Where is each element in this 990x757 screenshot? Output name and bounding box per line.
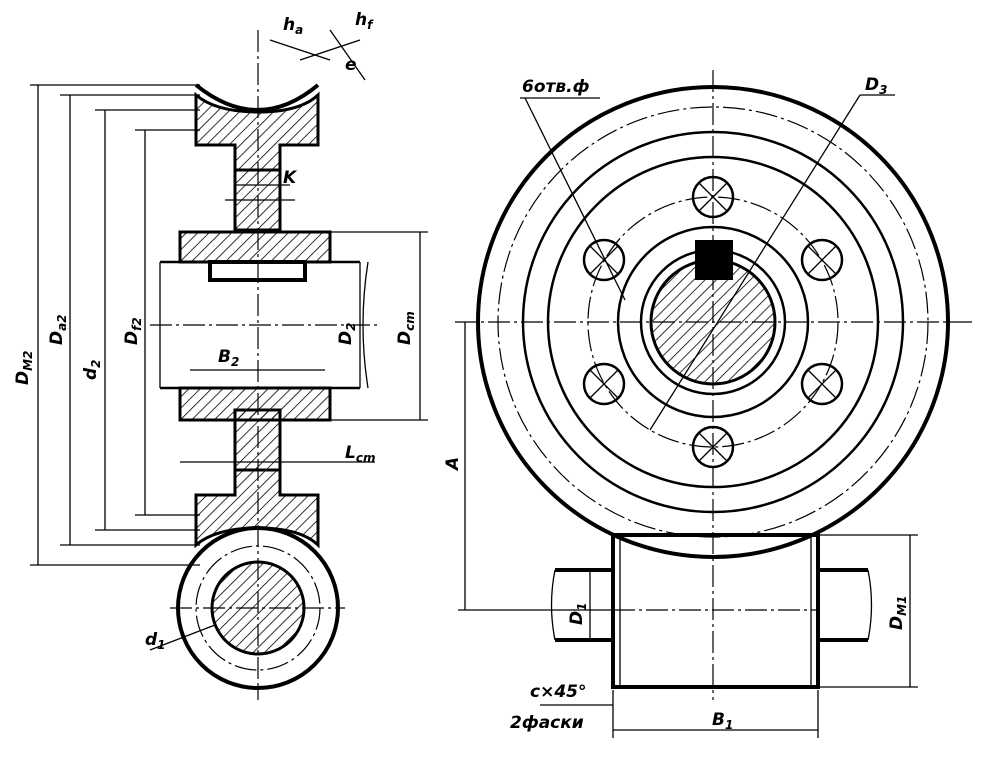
left-dimensions [30,29,428,651]
rim-inner-circle [521,130,905,514]
holes-leader [524,97,626,301]
rim-top-arc [194,83,320,112]
label-chamfer: c×45° [530,682,586,702]
worm-side-view [550,533,873,689]
worm-body [611,533,820,689]
label-dm2: DM2 [13,351,35,385]
label-holes: 6отв.ф [522,77,590,97]
rim-bottom [194,468,320,549]
hub-bottom [178,386,332,422]
label-dm1: DM1 [887,596,909,630]
label-da2: Da2 [47,314,69,345]
worm-shaft-ends [555,568,868,642]
shaft-outline [160,260,360,390]
label-d2-shaft: D2 [336,323,358,345]
label-d1: d1 [145,630,166,652]
label-b2: B2 [218,347,239,369]
front-view: 6отв.ф D3 A D1 DM1 c×45° 2фаски B1 [443,70,975,738]
d3-dimension-line [649,94,861,431]
keyway [695,240,733,280]
label-d3: D3 [865,75,887,97]
label-k: K [283,168,298,188]
hub-top [178,230,332,264]
wheel-outer-circle [476,85,950,559]
web-circle [546,155,880,489]
label-d2: d2 [81,359,103,380]
label-dst: Dcm [395,311,417,345]
label-a: A [443,457,463,472]
label-d1-right: D1 [567,603,589,625]
section-view: ha hf e K DM2 Da2 d2 Df2 B2 D2 Dcm Lcm d… [13,10,428,700]
label-b1: B1 [712,710,733,732]
hub-outer-circle [616,225,810,419]
label-lst: Lcm [345,443,375,465]
label-df2: Df2 [122,317,144,345]
right-dimensions [458,322,918,738]
label-chamfer-note: 2фаски [510,713,584,733]
label-e: e [345,55,357,75]
label-ha: ha [283,15,303,37]
label-hf: hf [355,10,374,32]
bolt-holes [582,175,844,469]
rim-top [194,91,320,172]
